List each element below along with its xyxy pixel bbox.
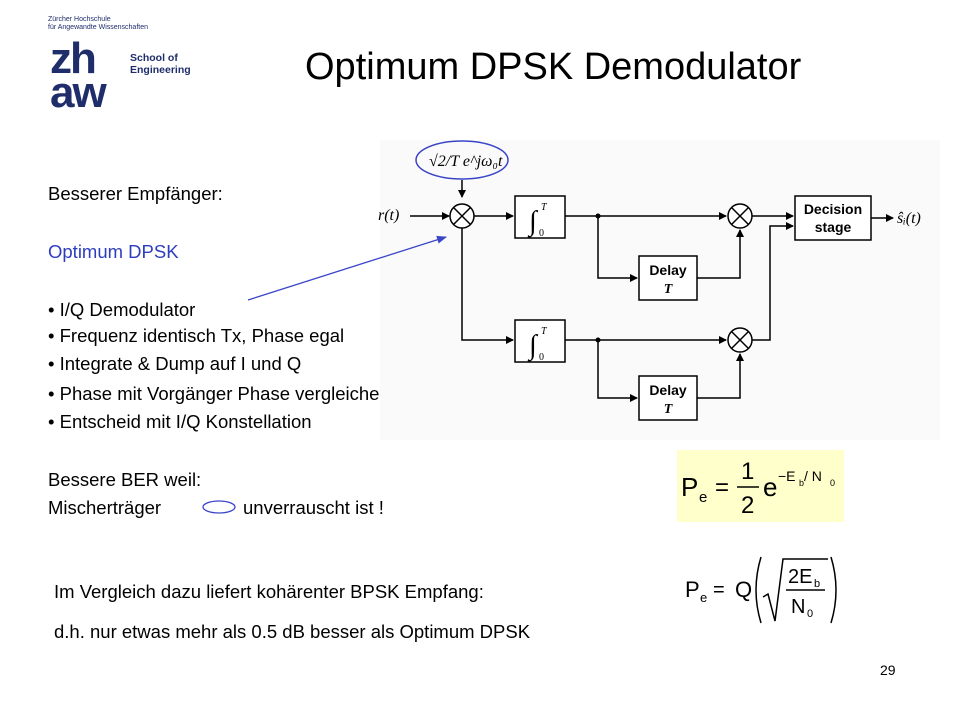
integrator-upper-limit: T (541, 202, 548, 213)
formula-q: Q (735, 577, 752, 602)
delay-q (638, 375, 698, 421)
integral-sign: ∫ (527, 206, 539, 238)
integrator-upper-limit: T (541, 326, 548, 337)
formula-lhs-sub: e (700, 590, 707, 605)
decision-label-line2: stage (815, 219, 852, 235)
dpsk-formula-svg: P e = 1 2 e −E b / N 0 (681, 458, 835, 519)
heading-better-receiver: Besserer Empfänger: (48, 183, 223, 204)
decision-label-line1: Decision (804, 201, 862, 217)
q-delay-feed-wire (597, 340, 638, 402)
logo-school-line1: School of (130, 52, 178, 64)
formula-num-sub: b (814, 578, 820, 590)
formula-den: N (791, 596, 805, 618)
i-delay-feed-wire (597, 216, 638, 282)
page-number: 29 (880, 662, 896, 678)
formula-den: 2 (741, 492, 754, 519)
logo: Zürcher Hochschule für Angewandte Wissen… (48, 16, 208, 116)
formula-num: 1 (741, 458, 754, 485)
ber-reason-part2: unverrauscht ist ! (243, 497, 384, 518)
carrier-inline-oval (202, 500, 236, 514)
formula-num: 2E (788, 566, 812, 588)
ber-reason-heading: Bessere BER weil: (48, 469, 202, 490)
integrator-q (514, 319, 566, 363)
formula-lhs: P (681, 472, 698, 502)
institution-name-line2: für Angewandte Wissenschaften (48, 24, 149, 31)
bpsk-ber-formula: P e = Q 2E b N 0 (683, 555, 843, 625)
i-delay-out-wire (697, 229, 744, 279)
dpsk-ber-formula: P e = 1 2 e −E b / N 0 (677, 450, 844, 522)
page-title: Optimum DPSK Demodulator (305, 46, 802, 88)
q-branch-wire (461, 228, 514, 344)
ber-reason-part1: Mischerträger (48, 497, 162, 518)
formula-den-sub: 0 (807, 608, 813, 620)
formula-exp-sub2: 0 (830, 478, 835, 488)
heading-optimum-dpsk: Optimum DPSK (48, 241, 179, 262)
logo-school-line2: Engineering (130, 64, 191, 76)
sqrt-sign (762, 558, 828, 622)
delay-symbol: T (664, 282, 674, 297)
carrier-label: √2/T e^jω₀t (429, 153, 503, 170)
integrator-i (514, 195, 566, 239)
q-to-decision-wire (752, 222, 794, 341)
formula-exp-sub1: b (799, 478, 804, 488)
formula-eq: = (713, 579, 725, 601)
institution-name-line1: Zürcher Hochschule (48, 16, 111, 23)
delay-symbol: T (664, 402, 674, 417)
comparison-line2: d.h. nur etwas mehr als 0.5 dB besser al… (54, 621, 531, 642)
mixer-cross (730, 206, 750, 226)
annotation-arrow (247, 235, 447, 301)
formula-lhs: P (685, 577, 700, 602)
bullet-item: • Integrate & Dump auf I und Q (48, 353, 302, 374)
delay-i (638, 255, 698, 301)
mixer-cross (452, 206, 472, 226)
bullet-item: • Entscheid mit I/Q Konstellation (48, 411, 312, 432)
output-label: ŝᵢ(t) (897, 210, 921, 227)
mixer-cross (730, 330, 750, 350)
bullet-item: • Phase mit Vorgänger Phase vergleichen (48, 383, 390, 404)
bpsk-formula-svg: P e = Q 2E b N 0 (685, 556, 837, 624)
input-label: r(t) (378, 207, 399, 224)
delay-label: Delay (649, 262, 687, 278)
carrier-oval (415, 140, 509, 180)
left-paren (755, 556, 762, 624)
formula-base: e (763, 472, 777, 502)
integrator-lower-limit: 0 (539, 352, 544, 363)
formula-eq: = (715, 474, 729, 501)
bullet-item: • I/Q Demodulator (48, 299, 196, 320)
comparison-line1: Im Vergleich dazu liefert kohärenter BPS… (54, 581, 484, 602)
right-paren (830, 556, 837, 624)
integrator-lower-limit: 0 (539, 228, 544, 239)
q-delay-out-wire (697, 353, 744, 399)
integral-sign: ∫ (527, 330, 539, 362)
formula-exp-mid: / N (804, 468, 822, 484)
logo-mark-bottom: aw (50, 68, 107, 117)
formula-lhs-sub: e (699, 489, 707, 506)
bullet-item: • Frequenz identisch Tx, Phase egal (48, 325, 345, 346)
formula-exponent: −E (778, 468, 796, 484)
delay-label: Delay (649, 382, 687, 398)
logo-mark-top: zh (50, 34, 97, 83)
